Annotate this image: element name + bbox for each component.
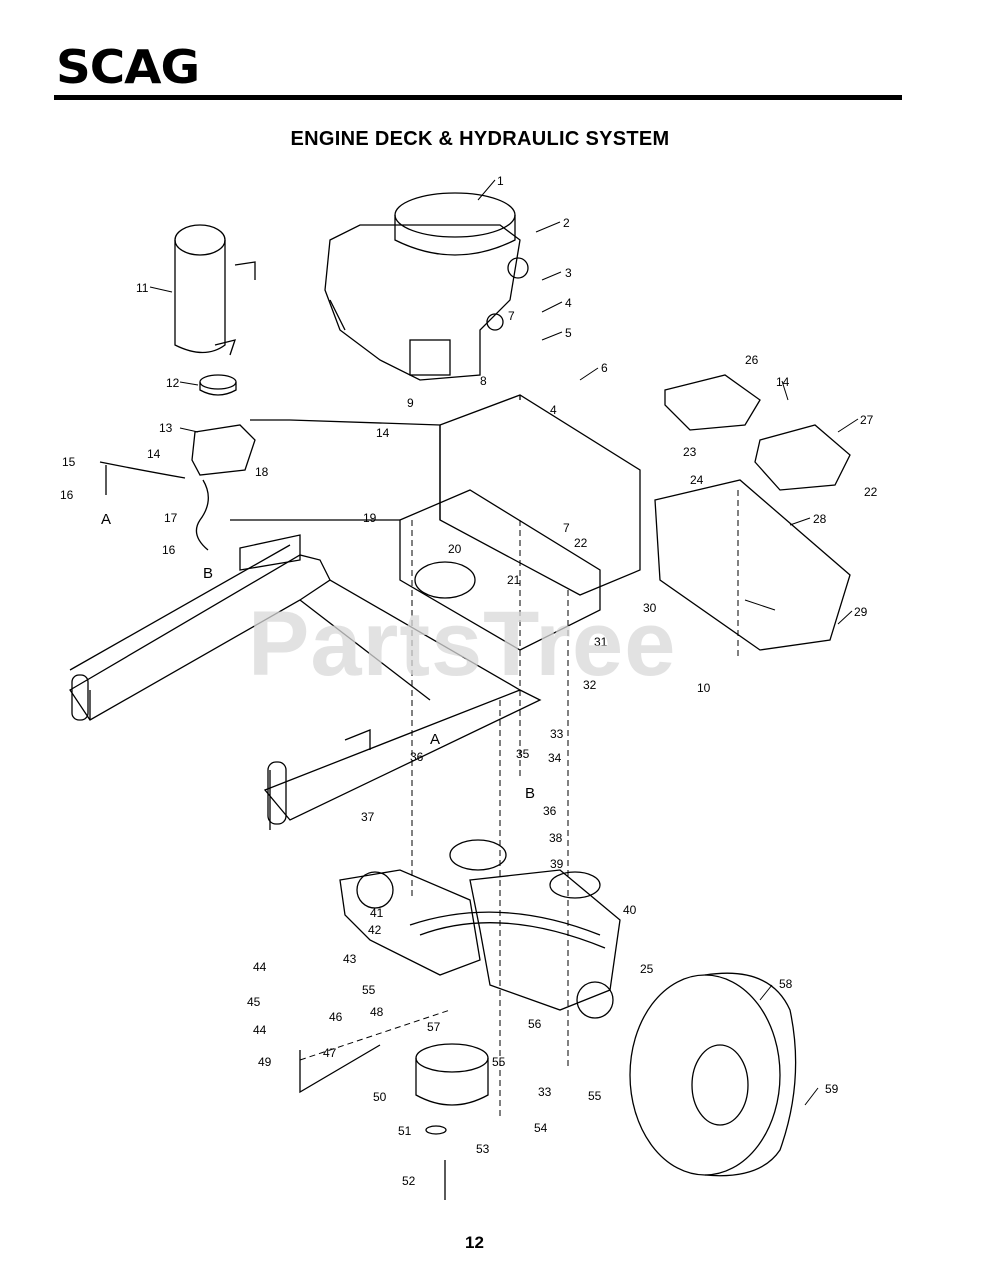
callout: 48 <box>370 1005 384 1019</box>
callout: 4 <box>550 403 557 417</box>
watermark: PartsTree <box>248 593 677 695</box>
callout: 49 <box>258 1055 272 1069</box>
callout: 41 <box>370 906 384 920</box>
scag-logo: SCAG <box>56 40 200 94</box>
callout: 3 <box>565 266 572 280</box>
callout: 55 <box>492 1055 506 1069</box>
callout: 55 <box>362 983 376 997</box>
callout: 26 <box>745 353 759 367</box>
callout: 16 <box>60 488 74 502</box>
callout: 36 <box>543 804 557 818</box>
engine-deck <box>230 394 641 651</box>
callout: 25 <box>640 962 654 976</box>
callout: 42 <box>368 923 382 937</box>
callout: 15 <box>62 455 76 469</box>
callout: 59 <box>825 1082 839 1096</box>
callout: 40 <box>623 903 637 917</box>
callout: 50 <box>373 1090 387 1104</box>
callout: 55 <box>588 1089 602 1103</box>
page-title: ENGINE DECK & HYDRAULIC SYSTEM <box>290 128 670 150</box>
callout: 14 <box>147 447 161 461</box>
callout: 32 <box>583 678 597 692</box>
callout: 44 <box>253 960 267 974</box>
callout: 47 <box>323 1046 337 1060</box>
callout: 6 <box>601 361 608 375</box>
callout: 17 <box>164 511 178 525</box>
callout: 11 <box>136 281 149 295</box>
callout: 33 <box>550 727 564 741</box>
callout: 24 <box>690 473 704 487</box>
callout: 18 <box>255 465 269 479</box>
callout: 20 <box>448 542 462 556</box>
callout: 37 <box>361 810 375 824</box>
callout: 22 <box>574 536 588 550</box>
hydro-transmission <box>339 839 621 1019</box>
callout: 13 <box>159 421 173 435</box>
callout: 14 <box>776 375 790 389</box>
page-number: 12 <box>465 1233 484 1252</box>
callout: 5 <box>565 326 572 340</box>
callout: 39 <box>550 857 564 871</box>
header-rule <box>54 95 902 100</box>
callout: 53 <box>476 1142 490 1156</box>
callout: 8 <box>480 374 487 388</box>
callout: 58 <box>779 977 793 991</box>
callout-labels: 1 2 3 4 4 5 6 7 7 8 9 10 11 12 13 14 14 … <box>60 174 878 1188</box>
callout: 45 <box>247 995 261 1009</box>
callout: 43 <box>343 952 357 966</box>
callout: 56 <box>528 1017 542 1031</box>
callout: 22 <box>864 485 878 499</box>
callout: 19 <box>363 511 377 525</box>
callout: 38 <box>549 831 563 845</box>
muffler <box>174 224 256 356</box>
engine <box>324 192 529 381</box>
callout: 36 <box>410 750 424 764</box>
callout: 31 <box>594 635 608 649</box>
callout: 35 <box>516 747 530 761</box>
callout: 2 <box>563 216 570 230</box>
connector-letter-b: B <box>525 785 535 802</box>
callout: 12 <box>166 376 180 390</box>
mower-frame <box>69 534 542 830</box>
callout: 28 <box>813 512 827 526</box>
callout: 51 <box>398 1124 412 1138</box>
callout: 54 <box>534 1121 548 1135</box>
callout: 16 <box>162 543 176 557</box>
callout: 10 <box>697 681 711 695</box>
callout: 9 <box>407 396 414 410</box>
callout: 23 <box>683 445 697 459</box>
callout: 1 <box>497 174 504 188</box>
callout: 14 <box>376 426 390 440</box>
tire <box>629 972 797 1177</box>
connector-letter-b: B <box>203 565 213 582</box>
callout: 4 <box>565 296 572 310</box>
connector-letter-a: A <box>101 511 111 528</box>
callout: 29 <box>854 605 868 619</box>
callout: 52 <box>402 1174 416 1188</box>
callout: 57 <box>427 1020 441 1034</box>
callout: 33 <box>538 1085 552 1099</box>
connector-letter-a: A <box>430 731 440 748</box>
callout: 46 <box>329 1010 343 1024</box>
callout: 7 <box>563 521 570 535</box>
callout: 34 <box>548 751 562 765</box>
callout: 21 <box>507 573 521 587</box>
callout: 7 <box>508 309 515 323</box>
callout: 30 <box>643 601 657 615</box>
callout: 44 <box>253 1023 267 1037</box>
callout: 27 <box>860 413 874 427</box>
